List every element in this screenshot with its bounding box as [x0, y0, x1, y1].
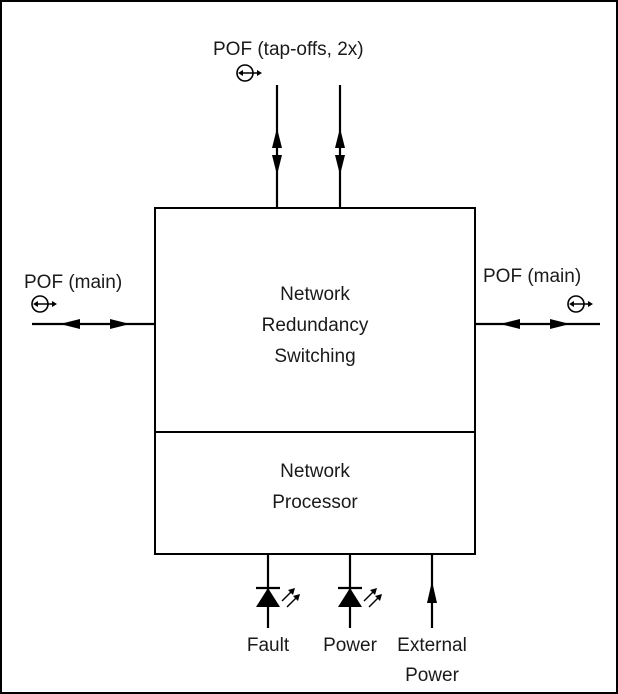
- arrow-right-icon: [110, 319, 130, 329]
- tapoff-line-2: [335, 85, 345, 208]
- block-bottom-line-1: Network: [280, 461, 350, 482]
- external-power-line: [427, 554, 437, 628]
- arrow-left-icon: [60, 319, 80, 329]
- block-top-line-3: Switching: [274, 346, 355, 367]
- arrow-left-icon: [500, 319, 520, 329]
- fault-label: Fault: [247, 635, 290, 656]
- pof-tapoffs-label: POF (tap-offs, 2x): [213, 39, 364, 60]
- external-power-label-line-2: Power: [405, 665, 460, 686]
- fiber-connector-icon: [31, 295, 57, 313]
- arrow-up-icon: [272, 128, 282, 148]
- fault-led-icon: [256, 554, 300, 628]
- network-processor-block: [154, 431, 476, 555]
- pof-main-right-label: POF (main): [483, 266, 581, 287]
- pof-main-left-line: [32, 319, 155, 329]
- arrow-right-icon: [550, 319, 570, 329]
- power-label: Power: [323, 635, 378, 656]
- fiber-connector-icon: [567, 295, 593, 313]
- block-bottom-line-2: Processor: [272, 492, 358, 513]
- block-top-line-2: Redundancy: [262, 315, 369, 336]
- block-top-line-1: Network: [280, 284, 350, 305]
- arrow-down-icon: [272, 155, 282, 175]
- arrow-up-icon: [427, 581, 437, 603]
- fiber-connector-icon: [236, 64, 262, 82]
- pof-main-left-label: POF (main): [24, 272, 122, 293]
- arrow-up-icon: [335, 128, 345, 148]
- network-redundancy-switching-block: [154, 207, 476, 433]
- tapoff-line-1: [272, 85, 282, 208]
- external-power-label-line-1: External: [397, 635, 467, 656]
- power-led-icon: [338, 554, 382, 628]
- arrow-down-icon: [335, 155, 345, 175]
- pof-main-right-line: [475, 319, 600, 329]
